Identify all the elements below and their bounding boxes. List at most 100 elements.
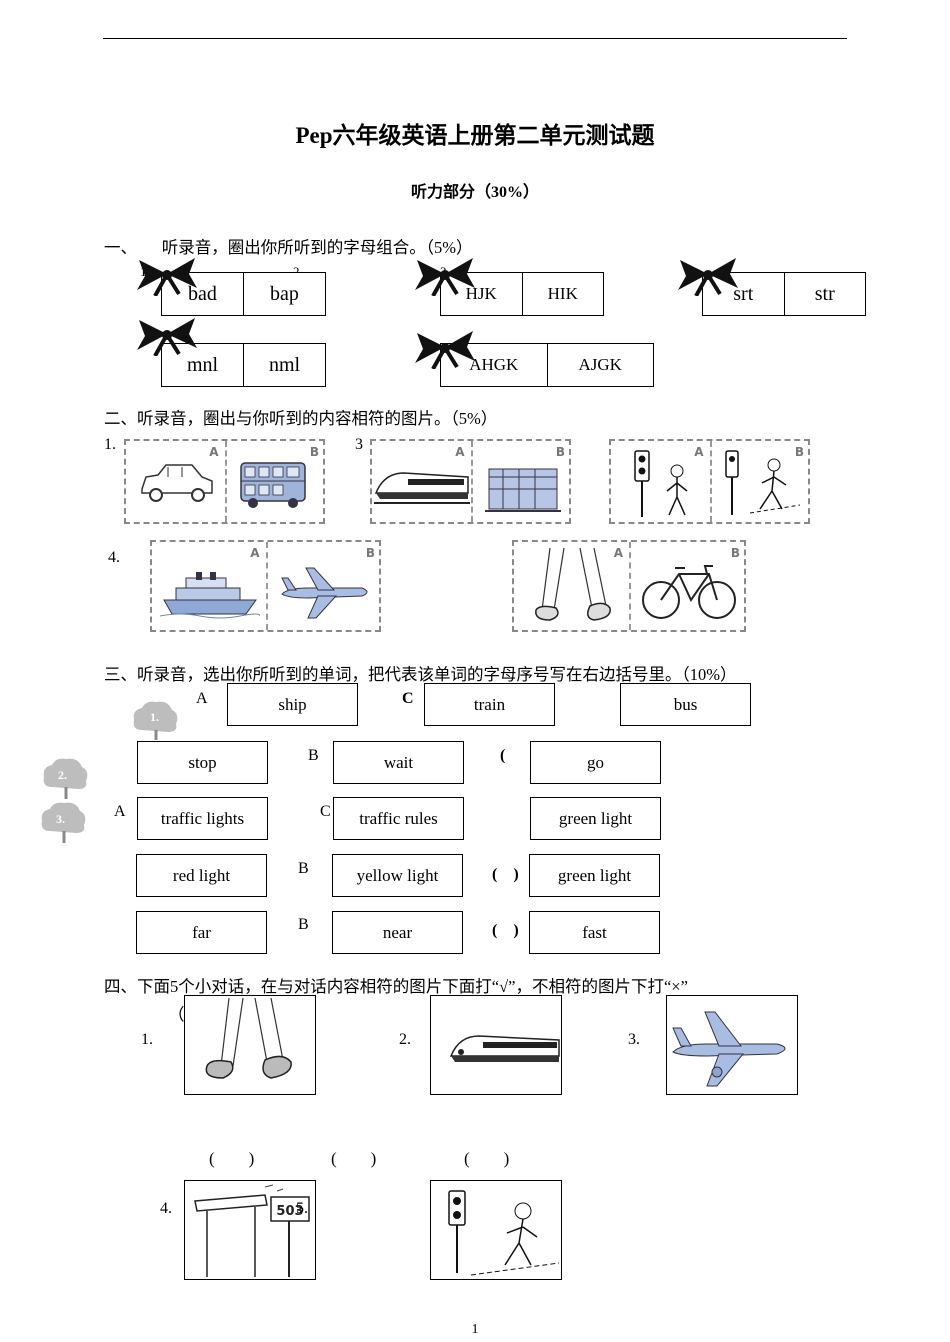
word-option[interactable]: bus (620, 683, 751, 726)
answer-paren-3[interactable]: ( ) (464, 1149, 510, 1168)
letter-b: B (298, 860, 309, 877)
option-b[interactable]: B (224, 441, 326, 522)
option-b: HIK (521, 273, 604, 315)
walking-feet-icon (205, 997, 292, 1079)
word-option[interactable]: train (424, 683, 555, 726)
word-option[interactable]: far (136, 911, 267, 954)
plane-icon (672, 1011, 786, 1087)
option-a[interactable]: A (372, 441, 471, 522)
word-option[interactable]: traffic rules (333, 797, 464, 840)
letter-a: A (114, 803, 126, 820)
s4-number-1: 1. (141, 1031, 153, 1048)
picture-pair-2[interactable]: A B (370, 439, 571, 524)
page-title: Pep六年级英语上册第二单元测试题 (295, 123, 655, 148)
subway-icon (484, 468, 561, 512)
dialog-picture-3[interactable] (666, 995, 798, 1095)
option-a: HJK (465, 284, 497, 303)
tree-label-2: 2. (58, 768, 67, 782)
s2-number-1: 1. (104, 436, 116, 453)
option-a[interactable]: A (152, 542, 266, 630)
word-option[interactable]: red light (136, 854, 267, 897)
option-a[interactable]: A (514, 542, 629, 630)
letter-pair-3[interactable]: srt str (702, 272, 866, 316)
picture-pair-4[interactable]: A B (150, 540, 381, 632)
header-rule (103, 38, 847, 39)
ship-icon (160, 572, 260, 619)
word-option[interactable]: green light (530, 797, 661, 840)
section4-heading: 四、下面5个小对话，在与对话内容相符的图片下面打“√”，不相符的图片下打“×” (104, 977, 688, 996)
tree-label-1: 1. (150, 710, 159, 724)
answer-paren: ( ) (492, 922, 519, 939)
picture-pair-3[interactable]: A B (609, 439, 810, 524)
picture-pair-1[interactable]: A B (124, 439, 325, 524)
traffic-light-icon (634, 450, 688, 517)
word-option[interactable]: stop (137, 741, 268, 784)
bow-icon (137, 318, 197, 356)
s4-number-3: 3. (628, 1031, 640, 1048)
word-option[interactable]: near (332, 911, 463, 954)
train-icon (374, 472, 470, 504)
option-a: AHGK (469, 355, 519, 374)
s4-number-2: 2. (399, 1031, 411, 1048)
tree-label-3: 3. (56, 812, 65, 826)
word-option[interactable]: yellow light (332, 854, 463, 897)
s4-number-5: 5. (296, 1200, 308, 1217)
crossing-icon (448, 1190, 560, 1276)
letter-b: B (308, 747, 319, 764)
word-option[interactable]: ship (227, 683, 358, 726)
walking-feet-icon (535, 547, 611, 621)
option-b: bap (243, 273, 325, 315)
word-option[interactable]: fast (529, 911, 660, 954)
section2-heading: 二、听录音，圈出与你听到的内容相符的图片。（5%） (104, 409, 498, 428)
dialog-picture-5[interactable] (430, 1180, 562, 1280)
option-b[interactable]: B (629, 542, 746, 630)
option-b[interactable]: B (265, 542, 382, 630)
picture-pair-5[interactable]: A B (512, 540, 746, 632)
page-number: 1 (471, 1322, 479, 1337)
word-option[interactable]: go (530, 741, 661, 784)
letter-pair-2[interactable]: HJK HIK (440, 272, 604, 316)
tree-number-icon (133, 701, 178, 740)
word-option[interactable]: wait (333, 741, 464, 784)
sign-number: 503 (276, 1204, 303, 1219)
answer-paren-1[interactable]: ( ) (209, 1149, 255, 1168)
dialog-picture-1[interactable] (184, 995, 316, 1095)
dialog-picture-2[interactable] (430, 995, 562, 1095)
option-b: AJGK (546, 344, 654, 386)
option-b[interactable]: B (470, 441, 572, 522)
word-option[interactable]: green light (529, 854, 660, 897)
bicycle-icon (642, 565, 736, 619)
option-b: str (783, 273, 866, 315)
letter-a: A (196, 690, 208, 707)
word-option[interactable]: traffic lights (137, 797, 268, 840)
letter-pair-4[interactable]: mnl nml (161, 343, 326, 387)
tree-number-icon (41, 802, 86, 843)
listening-subtitle: 听力部分（30%） (410, 184, 539, 201)
s1-number-2: 2. (293, 264, 303, 280)
answer-paren-2[interactable]: ( ) (331, 1149, 377, 1168)
s4-number-4: 4. (160, 1200, 172, 1217)
option-a[interactable]: A (611, 441, 710, 522)
crossing-icon (724, 450, 800, 515)
bow-icon (137, 258, 197, 296)
bow-icon (415, 331, 475, 369)
bow-icon (678, 258, 738, 296)
tree-number-icon (43, 758, 88, 799)
section1-heading: 一、 听录音，圈出你所听到的字母组合。（5%） (104, 238, 473, 257)
option-a: srt (733, 282, 754, 305)
bus-stop-icon: 503 (194, 1184, 310, 1277)
dialog-picture-4[interactable]: 503 (184, 1180, 316, 1280)
option-b: nml (243, 344, 325, 386)
section3-heading: 三、听录音，选出你所听到的单词，把代表该单词的字母序号写在右边括号里。（10%） (104, 665, 737, 684)
letter-c: C (402, 690, 414, 707)
answer-paren: ( ) (492, 866, 519, 883)
option-b[interactable]: B (709, 441, 811, 522)
option-a[interactable]: A (126, 441, 225, 522)
letter-b: B (298, 916, 309, 933)
answer-paren: ( (500, 747, 506, 764)
s2-number-4: 4. (108, 549, 120, 566)
option-a: mnl (186, 353, 219, 376)
letter-pair-5[interactable]: AHGK AJGK (440, 343, 654, 387)
train-icon (449, 1035, 560, 1062)
plane-icon (280, 567, 367, 619)
